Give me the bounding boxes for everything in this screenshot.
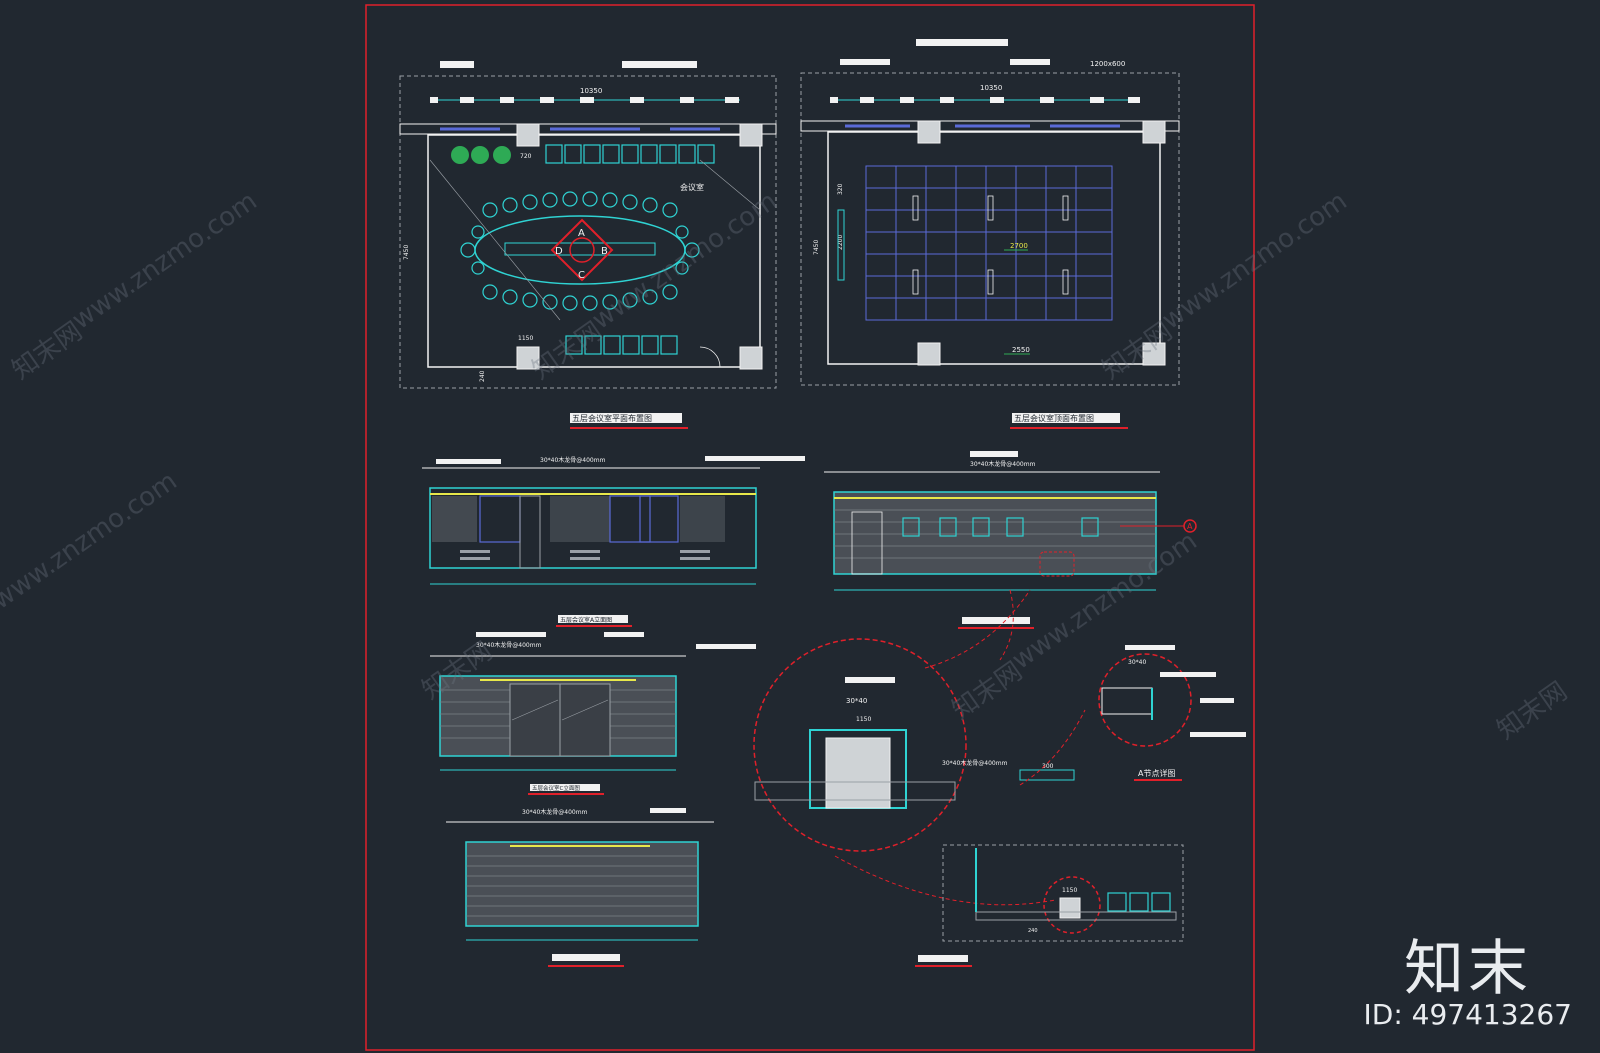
detail-dimension-2: 1150 [856,716,871,723]
elevation-b: 30*40木龙骨@400mm A [824,451,1197,591]
ceiling-left-dimension: 2200 [837,235,844,250]
elevation-c: 30*40木龙骨@400mm [430,632,756,771]
node-title: A节点详图 [1138,768,1175,778]
svg-text:知末网: 知末网 [1492,676,1573,745]
callout-c: C [578,270,585,281]
elevation-a-note: 30*40木龙骨@400mm [540,456,606,464]
detail-note: 30*40木龙骨@400mm [942,759,1008,767]
ceiling-top-note: 1200x600 [1090,60,1125,68]
plan-column-dimension: 1150 [518,335,533,342]
ceiling-plan: 1200x600 10350 [800,39,1180,386]
title-ceiling: 五层会议室顶面布置图 [1014,413,1094,423]
floor-plan: 10350 720 会议室 [399,61,777,389]
node-detail-a: 30*40 [1098,645,1246,747]
svg-text:www.znzmo.com: www.znzmo.com [587,186,783,336]
svg-text:www.znzmo.com: www.znzmo.com [67,186,263,336]
elevation-a: 30*40木龙骨@400mm [422,456,805,585]
elevation-callout: A B C D [550,218,614,282]
detail-dimension-1: 30*40 [846,697,867,705]
watermark: 知末网 www.znzmo.com www.znzmo.com 知末网 知末网 … [0,186,1573,746]
ceiling-side-dimension: 7450 [813,240,820,255]
ceiling-left-dimension-2: 320 [837,183,844,195]
elevation-d: 30*40木龙骨@400mm [446,808,714,941]
sheet-frame [365,4,1255,1051]
elevation-d-note: 30*40木龙骨@400mm [522,808,588,816]
svg-text:www.znzmo.com: www.znzmo.com [0,466,183,616]
bottom-dimension: 1150 [1062,887,1077,894]
section-detail: 1150 240 [942,844,1184,942]
resource-id: ID: 497413267 [1363,998,1572,1031]
plan-bottom-dimension: 240 [479,370,486,382]
bottom-dimension-2: 240 [1028,928,1038,934]
brand-logo: 知末 [1404,934,1532,1004]
callout-a: A [578,228,585,239]
elevation-b-note: 30*40木龙骨@400mm [970,460,1036,468]
svg-text:知末网: 知末网 [947,656,1028,725]
detail-enlargement: 30*40 1150 30*40木龙骨@400mm 300 [753,638,1075,852]
plan-side-dimension: 7450 [403,245,410,260]
svg-text:知末网: 知末网 [7,316,88,385]
plan-top-dimension: 10350 [580,87,602,95]
plan-room-label: 会议室 [680,182,704,192]
callout-d: D [555,246,563,257]
detail-dimension-3: 300 [1042,763,1054,770]
ceiling-top-dimension: 10350 [980,84,1002,92]
ceiling-height-2: 2550 [1012,346,1030,354]
node-dimension: 30*40 [1128,659,1146,666]
node-marker: A [1187,522,1193,531]
plan-left-dimension: 720 [520,153,532,160]
ceiling-height-1: 2700 [1010,242,1028,250]
title-elevation-c: 五层会议室C立面图 [532,784,580,792]
callout-b: B [601,246,608,257]
svg-text:知末网: 知末网 [1097,316,1178,385]
elevation-c-note: 30*40木龙骨@400mm [476,641,542,649]
title-plan: 五层会议室平面布置图 [572,413,652,423]
title-elevation-a: 五层会议室A立面图 [560,616,612,624]
